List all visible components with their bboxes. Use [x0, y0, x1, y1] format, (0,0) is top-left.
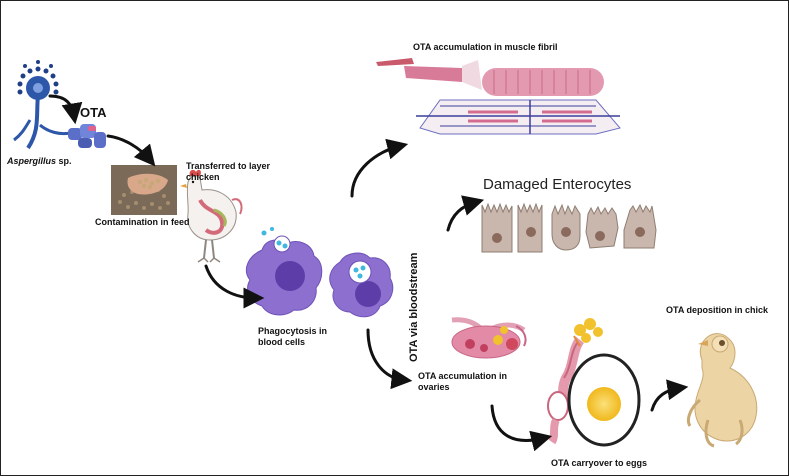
chick-embryo-icon — [686, 333, 758, 448]
ovaries-label-line1: OTA accumulation in — [418, 371, 508, 381]
carryover-label: OTA carryover to eggs — [551, 458, 648, 468]
hen-icon — [180, 169, 243, 263]
arrow-to-enterocytes — [446, 195, 485, 232]
ovaries-label-line2: ovaries — [418, 382, 450, 392]
aspergillus-genus: Aspergillus — [7, 156, 57, 166]
arrow-ovary-to-egg — [490, 404, 553, 452]
transferred-label-line1: Transferred to layer — [186, 161, 271, 171]
enterocyte-icon — [517, 202, 543, 253]
ota-label: OTA — [80, 105, 107, 120]
via-bloodstream-label: OTA via bloodstream — [408, 252, 420, 362]
macrophage-icon — [246, 227, 323, 316]
arrow-to-ovaries — [366, 328, 413, 390]
macrophage-icon — [329, 252, 394, 318]
deposition-label: OTA deposition in chick — [666, 305, 769, 315]
flow-arrows — [48, 94, 689, 452]
feed-hand-icon — [111, 165, 177, 215]
muscle-fibril-label: OTA accumulation in muscle fibril — [413, 42, 558, 52]
enterocyte-icon — [585, 205, 619, 249]
arrow-fungus-to-ota — [48, 94, 83, 125]
phagocytosis-label-line1: Phagocytosis in — [258, 326, 328, 336]
aspergillus-icon — [13, 60, 71, 150]
phagocytosis-label-line2: blood cells — [258, 337, 306, 347]
contamination-feed-label: Contamination in feed — [95, 217, 190, 227]
egg-icon — [567, 353, 641, 447]
enterocytes-label: Damaged Enterocytes — [483, 176, 632, 193]
arrow-egg-to-chick — [650, 379, 689, 412]
enterocyte-icon — [551, 203, 581, 251]
arrow-ota-to-feed — [106, 134, 156, 167]
enterocyte-icon — [481, 202, 513, 253]
arrow-hen-to-cell — [204, 264, 265, 309]
enterocyte-icon — [623, 203, 657, 249]
muscle-fibril-icon — [376, 58, 621, 135]
arrow-to-muscle — [350, 138, 409, 198]
ovary-icon — [451, 317, 527, 359]
oviduct-icon — [547, 318, 603, 445]
aspergillus-sp: sp. — [56, 156, 72, 166]
aspergillus-label: Aspergillus sp. — [7, 156, 72, 167]
ota-molecule-icon — [68, 124, 106, 148]
transferred-label-line2: chicken — [186, 172, 220, 182]
